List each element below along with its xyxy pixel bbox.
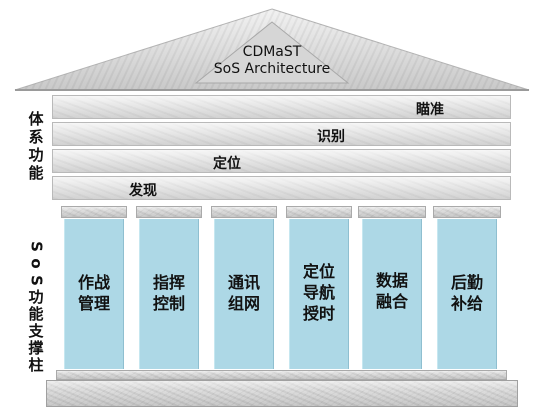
pillar-shaft (64, 219, 124, 369)
label-char: 能 (28, 164, 44, 182)
pillar-label-line: 组网 (227, 294, 260, 313)
pillar-label-data-fusion: 数据 融合 (362, 270, 422, 312)
roof-title-line1: CDMaST (242, 44, 302, 60)
base-upper-step (56, 370, 507, 380)
label-char: 功 (28, 288, 44, 306)
pillar-label-line: 授时 (302, 304, 335, 323)
pillar-label-line: 通讯 (227, 273, 260, 292)
pillar-label-logistics: 后勤 补给 (437, 272, 497, 314)
pillar-label-line: 指挥 (152, 273, 185, 292)
system-capability-label: 体 系 功 能 (26, 110, 46, 182)
label-char: 支 (28, 322, 44, 340)
capability-band-discovery: 发现 (52, 176, 511, 200)
pillar-capital (358, 206, 426, 218)
label-char: 体 (28, 110, 44, 128)
pillar-label-line: 管理 (77, 294, 110, 313)
pillar-capital (211, 206, 277, 218)
roof-inner-triangle (194, 21, 350, 84)
roof-title: CDMaST SoS Architecture (196, 44, 348, 78)
pillar-label-line: 补给 (450, 294, 483, 313)
label-char: 系 (28, 128, 44, 146)
sos-pillars-label: S o S 功 能 支 撑 柱 (26, 238, 46, 374)
roof-pediment (14, 8, 530, 91)
label-char: 柱 (28, 356, 44, 374)
pillar-capital (286, 206, 352, 218)
base-lower-step (46, 380, 518, 407)
capability-label: 识别 (317, 129, 345, 145)
pillar-label-line: 定位 (302, 262, 335, 281)
pillar-shaft (362, 219, 422, 369)
label-char: 功 (28, 146, 44, 164)
pillar-label-communications-networking: 通讯 组网 (214, 272, 274, 314)
pillar-label-pnt: 定位 导航 授时 (289, 261, 349, 324)
pillar-capital (61, 206, 127, 218)
capability-label: 发现 (129, 183, 157, 199)
pillar-label-line: 导航 (302, 283, 335, 302)
capability-label: 瞄准 (416, 102, 444, 118)
capability-band-targeting: 瞄准 (52, 95, 511, 119)
pillar-label-battle-management: 作战 管理 (64, 272, 124, 314)
capability-band-identification: 识别 (52, 122, 511, 146)
capability-label: 定位 (213, 156, 241, 172)
pillar-shaft (289, 219, 349, 369)
pillar-label-line: 后勤 (450, 273, 483, 292)
pillar-label-line: 融合 (375, 292, 408, 311)
label-char: 能 (28, 305, 44, 323)
pillar-label-line: 数据 (375, 271, 408, 290)
pillar-label-line: 控制 (152, 294, 185, 313)
pillar-label-line: 作战 (77, 273, 110, 292)
roof-title-line2: SoS Architecture (213, 61, 331, 77)
pillar-shaft (437, 219, 497, 369)
label-char: S (27, 275, 46, 286)
pillar-label-command-control: 指挥 控制 (139, 272, 199, 314)
pillar-capital (433, 206, 501, 218)
pillar-shaft (214, 219, 274, 369)
capability-band-localization: 定位 (52, 149, 511, 173)
label-char: 撑 (28, 339, 44, 357)
pillar-capital (136, 206, 202, 218)
pillar-shaft (139, 219, 199, 369)
